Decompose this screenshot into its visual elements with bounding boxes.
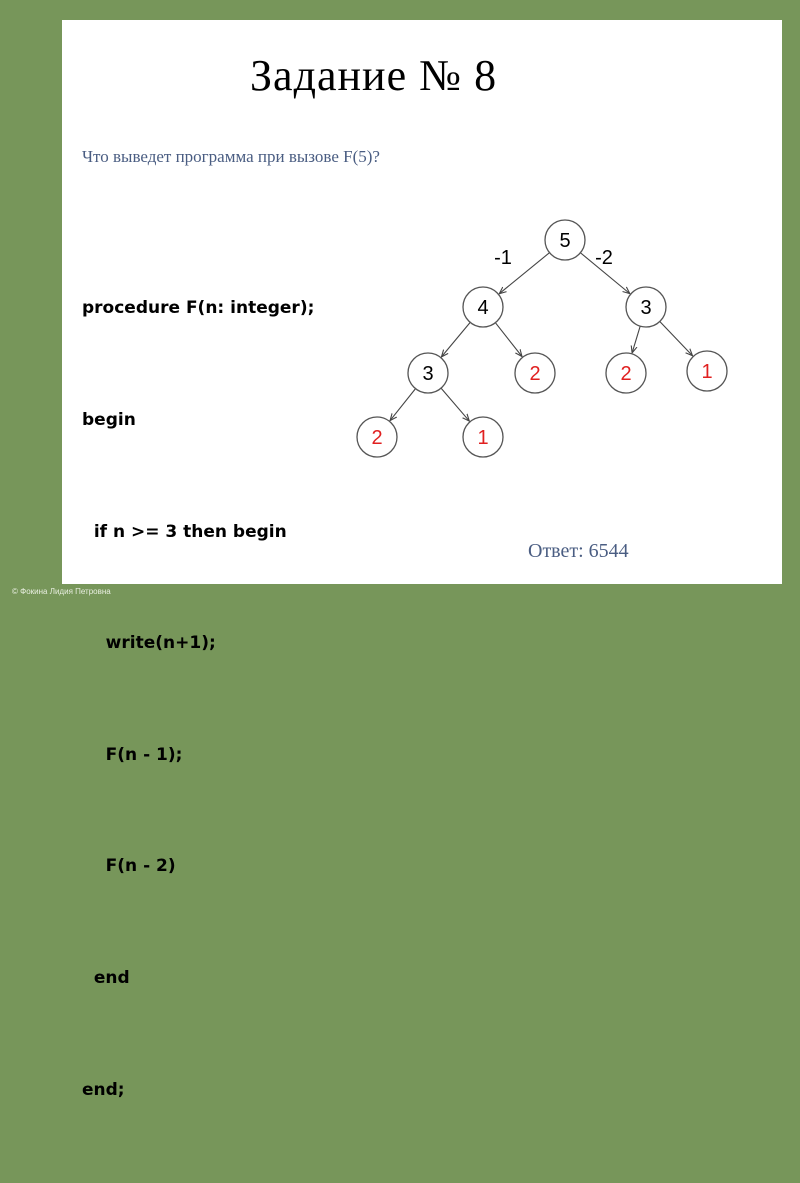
tree-node-circle (605, 352, 647, 394)
tree-node-n3r: 3 (625, 286, 667, 328)
tree-node-label: 1 (477, 427, 488, 449)
tree-node-label: 2 (620, 363, 631, 385)
tree-node-n2c: 2 (356, 416, 398, 458)
answer-text: Ответ: 6544 (528, 540, 629, 562)
edge-label-minus-one: -1 (494, 247, 512, 269)
tree-edge-n4-n2a (494, 322, 522, 357)
tree-edge-n3l-n2c (390, 388, 416, 421)
copyright-footer: © Фокина Лидия Петровна (12, 587, 111, 596)
tree-node-circle (462, 416, 504, 458)
code-line: end; (82, 1079, 125, 1100)
tree-node-label: 3 (640, 297, 651, 319)
tree-node-n5: 5 (544, 219, 586, 261)
code-line: if n >= 3 then begin (82, 521, 287, 542)
tree-node-circle (356, 416, 398, 458)
tree-node-circle (544, 219, 586, 261)
slide-title: Задание № 8 (250, 51, 498, 100)
tree-edge-n5-n4 (499, 252, 550, 294)
tree-edge-n3r-n2b (632, 325, 641, 353)
tree-edge-n3r-n1a (659, 321, 693, 355)
tree-node-circle (686, 350, 728, 392)
tree-node-label: 5 (559, 230, 570, 252)
tree-edge-n3l-n1b (440, 387, 469, 421)
recursion-tree: 5 4 3 3 2 2 1 2 1 -1 -2 (356, 219, 728, 458)
tree-edge-n5-n3r (580, 252, 629, 294)
tree-node-n2a: 2 (514, 352, 556, 394)
tree-node-label: 4 (477, 297, 488, 319)
tree-node-label: 3 (422, 363, 433, 385)
code-line: write(n+1); (82, 633, 216, 654)
tree-node-circle (462, 286, 504, 328)
tree-node-n1b: 1 (462, 416, 504, 458)
code-line: F(n - 2) (82, 856, 176, 877)
tree-node-circle (625, 286, 667, 328)
question-text: Что выведет программа при вызове F(5)? (82, 147, 380, 166)
tree-node-n4: 4 (462, 286, 504, 328)
tree-node-circle (514, 352, 556, 394)
tree-node-label: 2 (529, 363, 540, 385)
tree-node-label: 1 (701, 361, 712, 383)
tree-node-n1a: 1 (686, 350, 728, 392)
tree-node-n3l: 3 (407, 352, 449, 394)
code-line: begin (82, 410, 136, 430)
tree-node-n2b: 2 (605, 352, 647, 394)
tree-edges (390, 252, 693, 421)
tree-node-circle (407, 352, 449, 394)
tree-node-label: 2 (371, 427, 382, 449)
tree-nodes: 5 4 3 3 2 2 1 2 1 (356, 219, 728, 458)
code-line: end (82, 967, 130, 988)
tree-edge-n4-n3l (441, 322, 471, 357)
code-line: procedure F(n: integer); (82, 298, 315, 319)
edge-label-minus-two: -2 (595, 247, 613, 269)
code-line: F(n - 1); (82, 744, 183, 765)
